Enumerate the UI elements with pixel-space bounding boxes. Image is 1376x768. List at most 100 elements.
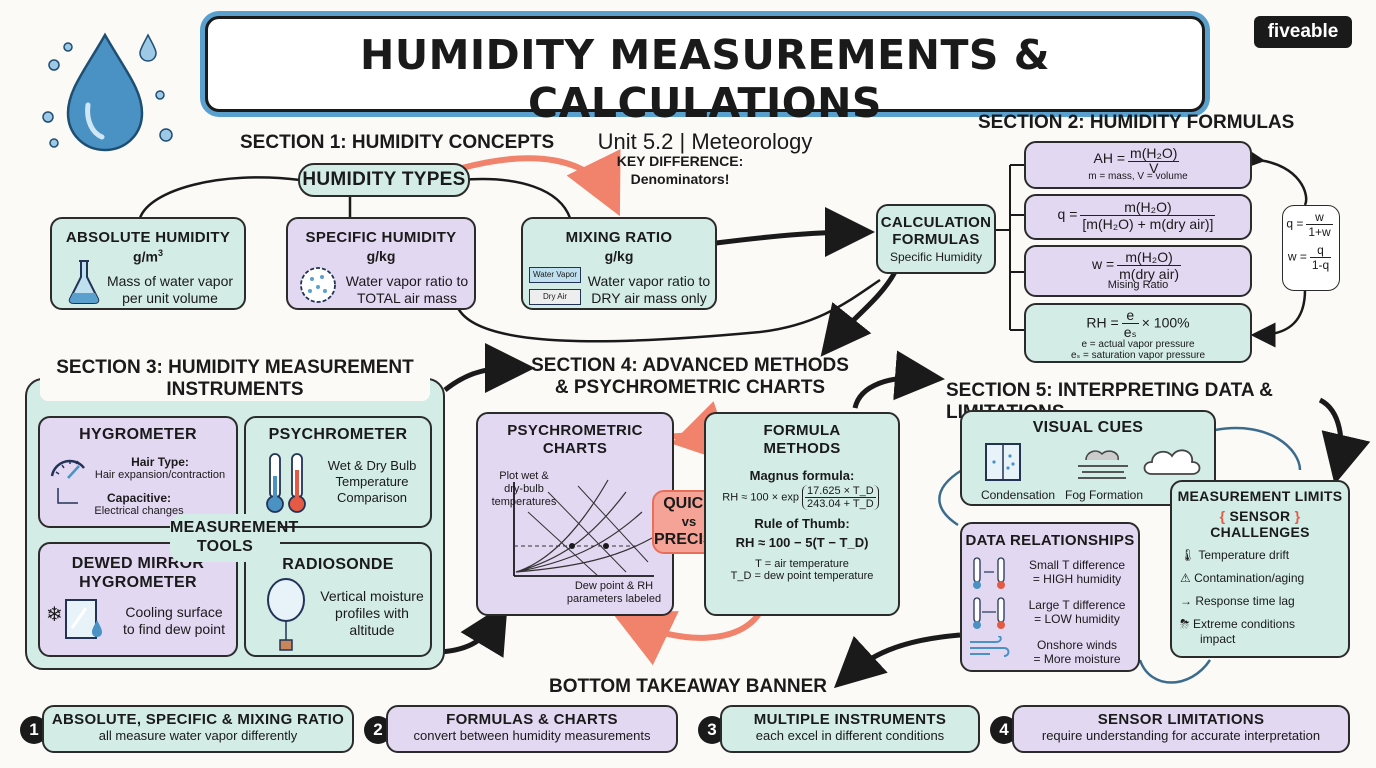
specific-humidity-title: SPECIFIC HUMIDITY — [305, 229, 457, 246]
wind-icon — [970, 636, 1010, 657]
banner-item-2: FORMULAS & CHARTS convert between humidi… — [386, 705, 678, 753]
key-difference-title: KEY DIFFERENCE: — [616, 153, 744, 169]
calc-title-2: FORMULAS — [892, 231, 980, 248]
weather-balloon-icon — [267, 578, 305, 651]
mixing-ratio-title: MIXING RATIO — [565, 229, 673, 246]
page-subtitle: Unit 5.2 | Meteorology — [597, 129, 813, 154]
specific-humidity-card: SPECIFIC HUMIDITY g/kg Water vapor ratio… — [286, 217, 476, 310]
td-note: T_D = dew point temperature — [730, 570, 874, 582]
brand-logo: fiveable — [1254, 16, 1352, 48]
mixing-ratio-unit: g/kg — [604, 248, 634, 264]
water-drop-icon — [42, 32, 173, 152]
data-relationships-card: DATA RELATIONSHIPS Small T difference= H… — [960, 522, 1140, 672]
thermometer-icon — [973, 557, 1005, 629]
section4-title: SECTION 4: ADVANCED METHODS& PSYCHROMETR… — [531, 355, 849, 398]
rh-note-2: eₛ = saturation vapor pressure — [1070, 350, 1206, 361]
rule-formula: RH ≈ 100 − 5(T − T_D) — [735, 535, 869, 550]
ah-note: m = mass, V = volume — [1088, 171, 1188, 182]
hub-label: HUMIDITY TYPES — [302, 169, 466, 190]
condensation-label: Condensation — [980, 488, 1056, 502]
calc-title-1: CALCULATION — [880, 214, 992, 231]
header-drop-decoration — [40, 25, 190, 155]
section1-title: SECTION 1: HUMIDITY CONCEPTS — [240, 132, 555, 153]
vs-label: vs — [681, 514, 697, 529]
capacitive-type: Capacitive: Electrical changes — [94, 491, 184, 518]
molecule-circle-icon — [300, 267, 336, 303]
limit-item: → Response time lag — [1180, 594, 1295, 608]
calculation-formulas-box: CALCULATION FORMULAS Specific Humidity — [876, 204, 996, 274]
fog-label: Fog Formation — [1064, 488, 1144, 502]
gauge-icon — [50, 459, 85, 504]
limit-item: ⚠ Contamination/aging — [1180, 571, 1305, 585]
calc-sub: Specific Humidity — [889, 250, 983, 264]
radiosonde-title: RADIOSONDE — [282, 556, 394, 573]
water-vapor-label: Water Vapor — [529, 267, 581, 283]
mixing-ratio-card: MIXING RATIO g/kg Water Vapor Dry Air Wa… — [521, 217, 717, 310]
arrow-right-icon: → — [1180, 594, 1192, 608]
psychrometer-title: PSYCHROMETER — [268, 426, 408, 443]
specific-humidity-unit: g/kg — [366, 248, 396, 264]
mirror-icon — [65, 599, 102, 639]
snowflake-icon: ❄ — [46, 604, 63, 626]
hygrometer-title: HYGROMETER — [79, 426, 197, 443]
visual-cues-card: VISUAL CUES Condensation Fog Formation — [960, 410, 1216, 506]
psychrometric-chart-icon — [513, 479, 654, 577]
w-note: Mising Ratio — [1107, 279, 1169, 291]
banner-item-4: SENSOR LIMITATIONS require understanding… — [1012, 705, 1350, 753]
magnus-title: Magnus formula: — [749, 468, 855, 483]
limits-list: 🌡 Temperature drift ⚠ Contamination/agin… — [1180, 548, 1348, 647]
key-difference-note: KEY DIFFERENCE: Denominators! — [600, 152, 760, 188]
visual-cues-title: VISUAL CUES — [1032, 419, 1144, 436]
page-title: HUMIDITY MEASUREMENTS & CALCULATIONS — [360, 31, 1050, 127]
t-note: T = air temperature — [755, 558, 849, 570]
absolute-humidity-formula: AH =m(H₂O)V m = mass, V = volume — [1024, 141, 1252, 189]
mixing-ratio-formula: w =m(H₂O)m(dry air) Mising Ratio — [1024, 245, 1252, 297]
sensor-challenges: { SENSOR } CHALLENGES — [1210, 508, 1310, 540]
banner-item-3: MULTIPLE INSTRUMENTS each excel in diffe… — [720, 705, 980, 753]
key-difference-sub: Denominators! — [630, 171, 730, 187]
rh-note-1: e = actual vapor pressure — [1081, 339, 1195, 350]
thermometer-icon — [266, 453, 306, 513]
title-banner: HUMIDITY MEASUREMENTS & CALCULATIONS Uni… — [205, 16, 1205, 154]
banner-item-1: ABSOLUTE, SPECIFIC & MIXING RATIO all me… — [42, 705, 354, 753]
cloud-icon — [1143, 449, 1201, 475]
flask-icon — [68, 260, 100, 304]
window-condensation-icon — [985, 443, 1021, 481]
absolute-humidity-card: ABSOLUTE HUMIDITY g/m3 Mass of water vap… — [50, 217, 246, 310]
hair-type: Hair Type: Hair expansion/contraction — [94, 455, 226, 482]
storm-icon: ⛈ — [1180, 617, 1190, 631]
absolute-humidity-unit: g/m3 — [133, 248, 163, 265]
small-diff-note: Small T difference= HIGH humidity — [1028, 558, 1126, 586]
section2-title: SECTION 2: HUMIDITY FORMULAS — [978, 112, 1295, 133]
warning-icon: ⚠ — [1180, 571, 1191, 585]
humidity-types-hub: HUMIDITY TYPES — [298, 163, 470, 197]
banner-title: BOTTOM TAKEAWAY BANNER — [549, 676, 827, 697]
quick-label: QUICK — [663, 495, 715, 512]
limit-item: 🌡 Temperature drift — [1180, 548, 1290, 562]
dry-air-label: Dry Air — [529, 289, 581, 305]
absolute-humidity-title: ABSOLUTE HUMIDITY — [65, 229, 231, 246]
onshore-note: Onshore winds= More moisture — [1033, 638, 1121, 666]
data-relationships-title: DATA RELATIONSHIPS — [965, 532, 1135, 549]
measurement-limits-card: MEASUREMENT LIMITS { SENSOR } CHALLENGES… — [1170, 480, 1350, 658]
measurement-tools-center: MEASUREMENT TOOLS — [170, 514, 298, 562]
hygrometer-card: HYGROMETER Hair Type: Hair expansion/con… — [38, 416, 238, 528]
rule-title: Rule of Thumb: — [754, 516, 850, 531]
